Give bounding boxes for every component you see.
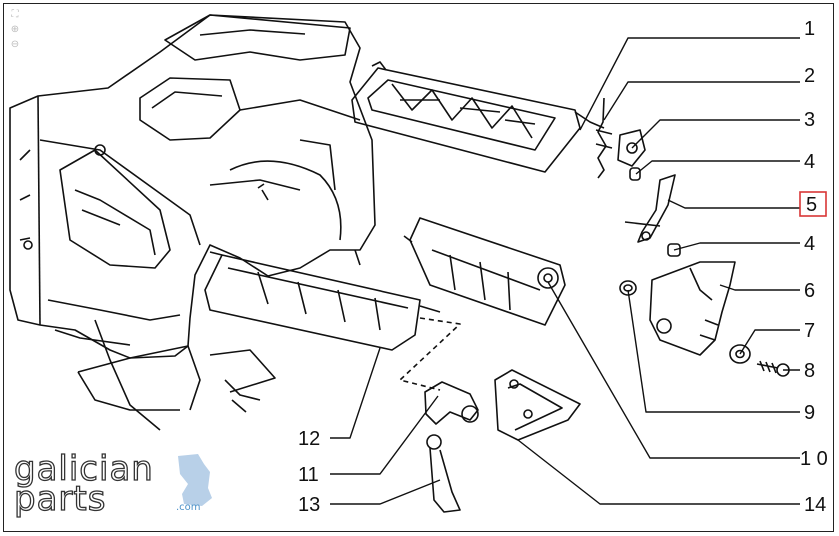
callout-4b[interactable]: 4 <box>804 233 815 255</box>
callout-10[interactable]: 1 0 <box>800 448 828 470</box>
part-10-drawing <box>403 217 566 326</box>
callout-11[interactable]: 11 <box>298 464 319 486</box>
zoom-toolbar: ⛶ ⊕ ⊖ <box>8 8 24 51</box>
callout-9[interactable]: 9 <box>804 402 815 424</box>
part-8-drawing <box>756 360 790 377</box>
part-14-drawing <box>494 369 581 441</box>
galicia-map-icon <box>178 454 212 506</box>
heater-housing-drawing <box>9 14 376 431</box>
callout-5[interactable]: 5 <box>806 194 817 216</box>
highlight-box <box>799 191 827 217</box>
callout-3[interactable]: 3 <box>804 109 815 131</box>
part-12-drawing <box>204 251 441 351</box>
diagram-frame <box>3 3 834 532</box>
leader-lines <box>330 37 800 505</box>
callout-2[interactable]: 2 <box>804 65 815 87</box>
callout-8[interactable]: 8 <box>804 360 815 382</box>
assembly-dashed-line <box>399 317 461 391</box>
zoom-out-icon[interactable]: ⊖ <box>10 39 20 50</box>
logo-line-1: galician <box>13 449 154 489</box>
part-2-drawing <box>595 97 613 179</box>
part-4-lower-drawing <box>667 243 681 257</box>
part-7-drawing <box>729 344 751 364</box>
galicianparts-logo: galician parts .com <box>13 449 224 522</box>
callout-7[interactable]: 7 <box>804 320 815 342</box>
callout-13[interactable]: 13 <box>298 494 320 516</box>
part-6-drawing <box>649 261 736 356</box>
part-4-upper-drawing <box>629 167 641 181</box>
callout-14[interactable]: 14 <box>804 494 826 516</box>
part-5-drawing <box>624 174 676 243</box>
part-1-drawing <box>351 61 605 173</box>
part-13-drawing <box>426 434 461 513</box>
callout-1[interactable]: 1 <box>804 18 815 40</box>
logo-domain: .com <box>176 502 201 513</box>
fullscreen-icon[interactable]: ⛶ <box>11 9 19 20</box>
callout-4a[interactable]: 4 <box>804 151 815 173</box>
callout-12[interactable]: 12 <box>298 428 320 450</box>
zoom-in-icon[interactable]: ⊕ <box>10 24 20 35</box>
logo-line-2: parts <box>13 479 107 519</box>
callout-6[interactable]: 6 <box>804 280 815 302</box>
part-3-drawing <box>617 129 646 167</box>
part-11-drawing <box>424 381 479 425</box>
